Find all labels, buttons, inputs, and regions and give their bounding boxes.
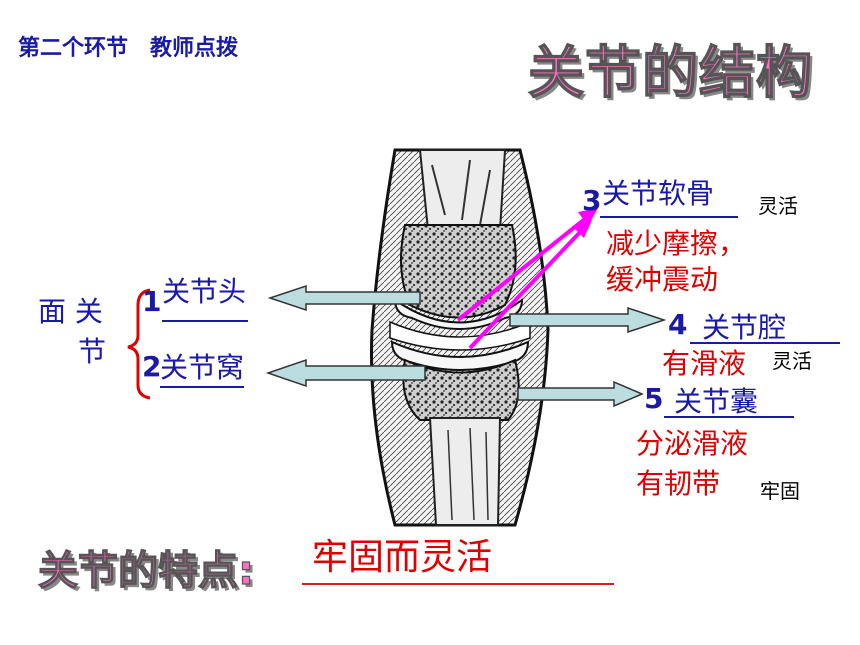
part-4-underline (690, 342, 840, 344)
part-5-number: 5 (644, 382, 664, 415)
part-3-function-1: 减少摩擦， (606, 227, 747, 260)
part-5-name: 关节囊 (674, 385, 759, 418)
part-3-number: 3 (582, 184, 602, 217)
part-3-function-2: 缓冲震动 (606, 263, 719, 296)
part-2-number: 2 (142, 350, 162, 383)
part-5-function-1: 分泌滑液 (636, 427, 749, 460)
arrow-to-joint-cavity (509, 306, 667, 334)
joint-cavity (389, 320, 531, 351)
articular-surface-label: 面 关 (38, 295, 103, 328)
articular-cartilage-upper (393, 298, 524, 330)
section-header: 第二个环节 教师点拨 (18, 36, 239, 61)
part-1-underline (162, 320, 248, 322)
part-4-name: 关节腔 (702, 311, 787, 344)
magenta-arrow-upper (456, 213, 592, 322)
arrow-to-joint-capsule (517, 380, 644, 408)
slide-title: 关节的结构 (527, 40, 813, 107)
curly-brace (127, 288, 151, 400)
part-2-name: 关节窝 (160, 346, 245, 388)
arrow-to-joint-head (267, 284, 421, 312)
part-4-note: 灵活 (772, 349, 812, 373)
part-1-number: 1 (142, 285, 162, 318)
part-1-name: 关节头 (162, 275, 247, 308)
part-3-name: 关节软骨 (602, 177, 715, 210)
part-3-underline (600, 216, 738, 218)
joint-feature-underline (302, 583, 614, 585)
arrow-to-joint-socket (265, 358, 426, 388)
part-3-note: 灵活 (758, 194, 798, 218)
part-4-function-1: 有滑液 (662, 347, 747, 380)
part-5-function-2: 有韧带 (636, 467, 721, 500)
part-5-note: 牢固 (760, 479, 800, 503)
part-4-number: 4 (668, 308, 688, 341)
part-5-underline (664, 416, 794, 418)
articular-surface-label-2: 节 (78, 335, 107, 368)
joint-feature-title: 关节的特点: (37, 547, 254, 594)
lower-bone-shaft (428, 417, 502, 526)
magenta-arrow-lower (468, 226, 586, 350)
joint-feature-answer: 牢固而灵活 (312, 537, 493, 578)
